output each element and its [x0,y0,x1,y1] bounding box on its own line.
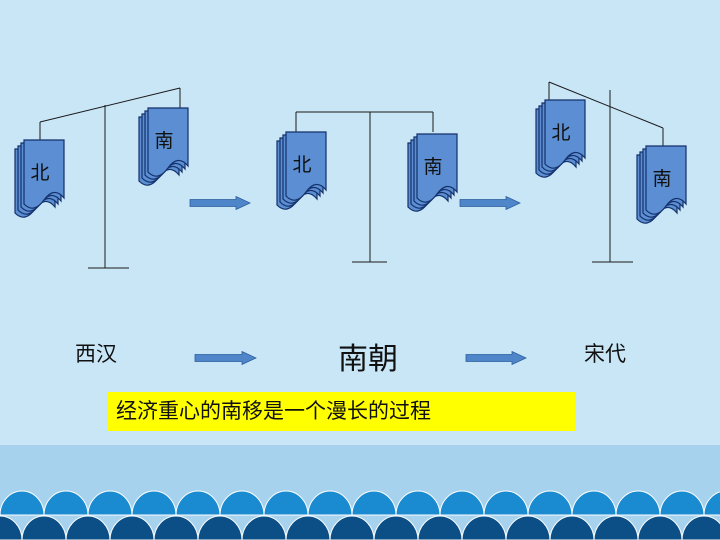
tag-card-north: 北 [535,99,586,178]
wave-arc [329,515,375,540]
tag-card-south: 南 [636,145,687,224]
tag-label-north: 北 [551,122,570,144]
label-songdai: 宋代 [584,342,626,366]
arrow-top-left [189,195,251,211]
tag-card-layer [23,139,65,209]
wave-arc [483,490,529,516]
flow-arrows [189,195,527,366]
wave-arc [593,515,639,540]
tag-card-layer [544,99,586,169]
balance-scales: 北南北南北南 [14,81,687,269]
label-xihan: 西汉 [75,342,117,366]
wave-arc [87,490,133,516]
tag-label-south: 南 [154,130,173,152]
wave-arc [241,515,287,540]
wave-arc [109,515,155,540]
wave-arc [307,490,353,516]
wave-arc [659,490,705,516]
wave-arc [549,515,595,540]
arrow-top-right [459,195,521,211]
wave-arc [21,515,67,540]
tag-card-layer [416,133,458,203]
tag-label-north: 北 [292,154,311,176]
balance-beam [548,81,664,129]
wave-arc [263,490,309,516]
tag-label-south: 南 [423,156,442,178]
balance-xihan: 北南 [14,87,189,269]
label-nanchao: 南朝 [338,342,398,377]
wave-arc [505,515,551,540]
wave-arc [703,491,720,516]
tag-card-layer [645,145,687,215]
tag-card-layer [147,107,189,177]
tag-card-south: 南 [407,133,458,212]
wave-decoration [0,490,720,540]
tag-card-north: 北 [14,139,65,218]
wave-arc [0,490,45,516]
wave-arc [373,515,419,540]
wave-arc [615,490,661,516]
wave-arc [65,515,111,540]
tag-card-layer [285,131,327,201]
balance-songdai: 北南 [535,81,687,263]
wave-arc [175,490,221,516]
wave-arc [681,515,720,540]
wave-arc [197,515,243,540]
tag-card-north: 北 [276,131,327,210]
balance-beam [39,87,181,123]
wave-arc [395,490,441,516]
tag-label-north: 北 [30,162,49,184]
wave-arc [571,490,617,516]
wave-arc [351,490,397,516]
wave-arc [153,515,199,540]
arrow-bottom-left [194,350,257,366]
wave-arc [0,515,23,540]
tag-card-south: 南 [138,107,189,186]
wave-arc [285,515,331,540]
wave-arc [417,515,463,540]
wave-arc [461,515,507,540]
tag-label-south: 南 [652,168,671,190]
arrow-bottom-right [465,350,527,366]
wave-arc [439,490,485,516]
balance-nanchao: 北南 [276,111,458,263]
wave-arc [527,490,573,516]
summary-highlight: 经济重心的南移是一个漫长的过程 [108,392,575,431]
wave-arc [43,490,89,516]
wave-arc [637,515,683,540]
wave-arc [219,490,265,516]
wave-arc [131,490,177,516]
